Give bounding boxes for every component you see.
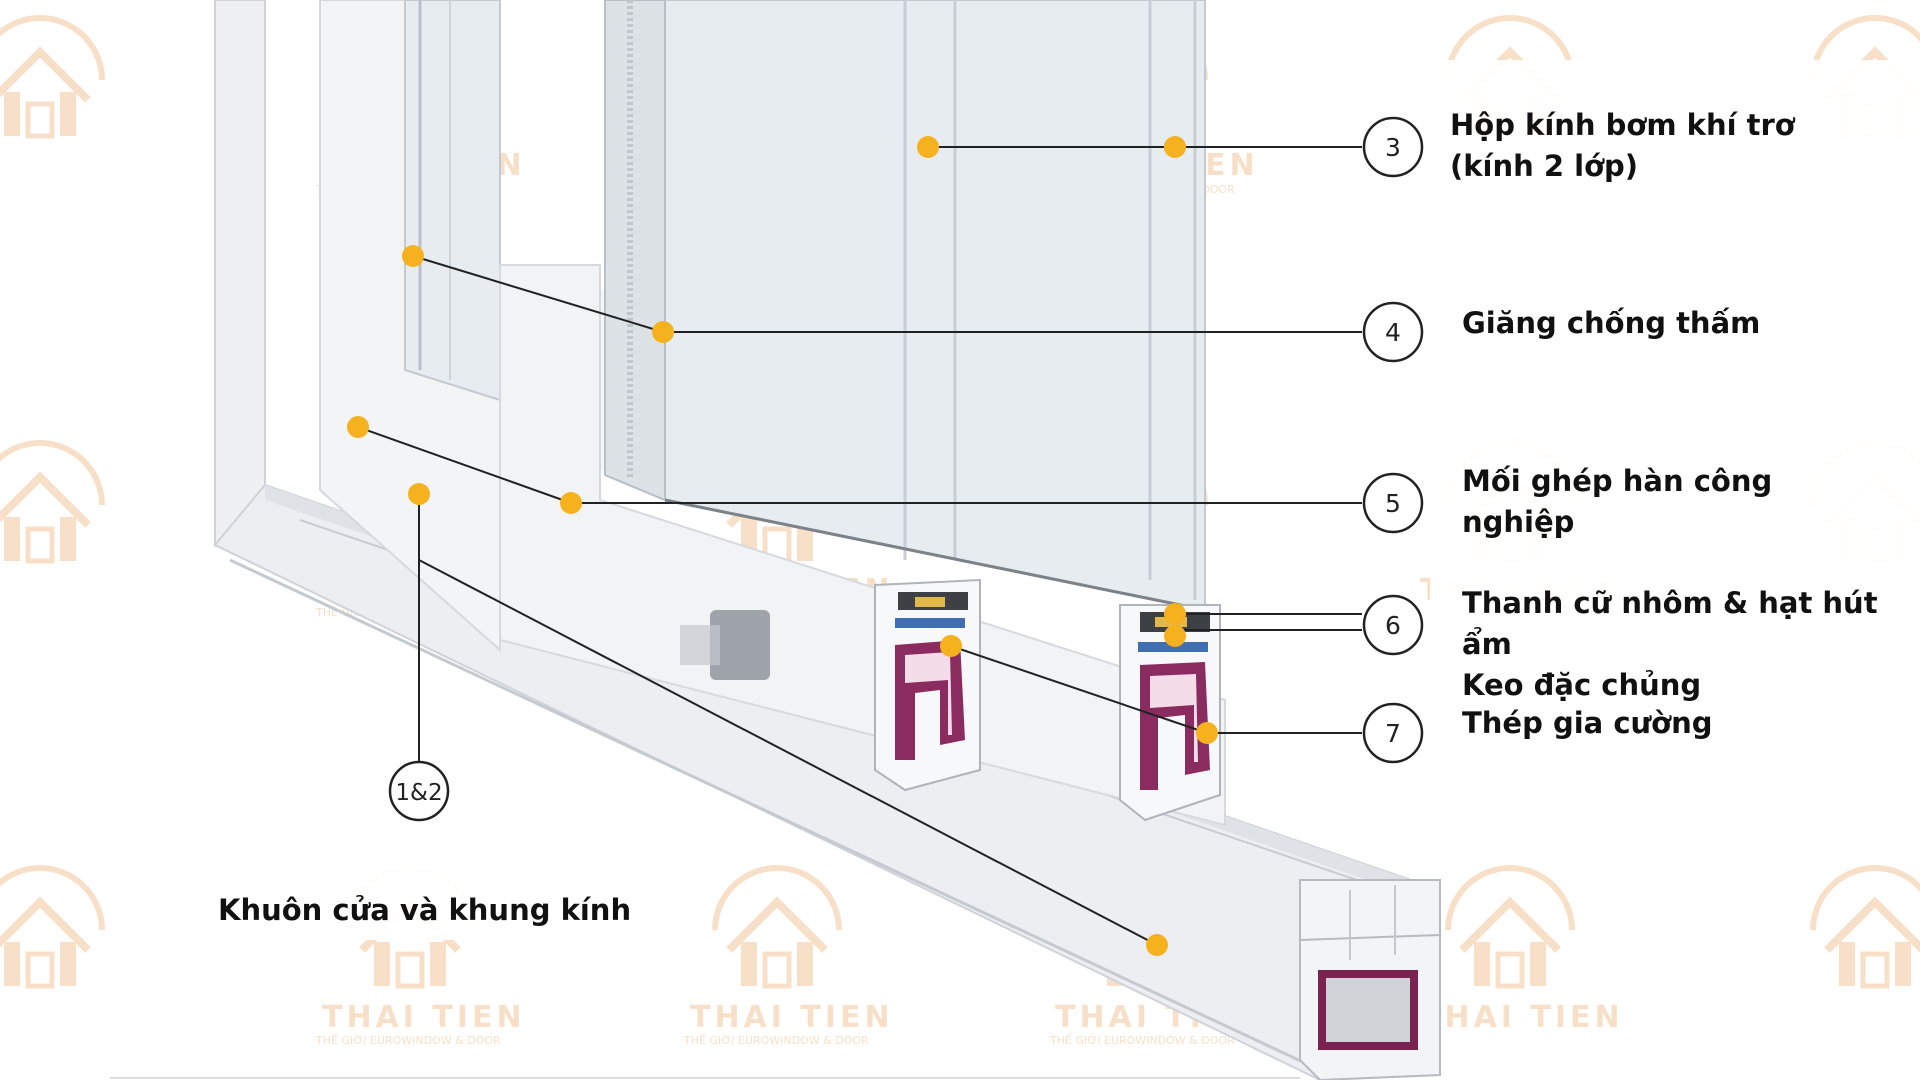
track-end-section bbox=[1299, 879, 1441, 1080]
profile-section-1 bbox=[874, 578, 981, 792]
svg-text:5: 5 bbox=[1385, 489, 1401, 518]
label-steel-line1: Thép gia cường bbox=[1462, 706, 1713, 740]
svg-text:4: 4 bbox=[1385, 318, 1401, 347]
dot-glass-inner bbox=[917, 136, 939, 158]
dot-sill bbox=[408, 483, 430, 505]
marker-1-2: 1&2 bbox=[388, 760, 450, 822]
marker-7: 7 bbox=[1362, 702, 1424, 764]
label-gasket: Giăng chống thấm bbox=[1462, 303, 1760, 344]
label-glass-unit: Hộp kính bơm khí trơ (kính 2 lớp) bbox=[1450, 105, 1795, 187]
marker-5: 5 bbox=[1362, 472, 1424, 534]
dot-frame bbox=[347, 416, 369, 438]
dot-track bbox=[1146, 934, 1168, 956]
dot-steel-section1 bbox=[940, 635, 962, 657]
watermark-tagline: THẾ GIỚI EUROWINDOW & DOOR bbox=[1049, 1033, 1235, 1047]
svg-text:7: 7 bbox=[1385, 719, 1401, 748]
watermark-tagline: THẾ GIỚI EUROWINDOW & DOOR bbox=[315, 1033, 501, 1047]
svg-text:6: 6 bbox=[1385, 611, 1401, 640]
dot-glass-outer bbox=[1164, 136, 1186, 158]
label-gasket-line1: Giăng chống thấm bbox=[1462, 306, 1761, 340]
dot-gasket bbox=[652, 321, 674, 343]
marker-3: 3 bbox=[1362, 116, 1424, 178]
dot-spacer-1 bbox=[1164, 603, 1186, 625]
label-glass-unit-line1: Hộp kính bơm khí trơ bbox=[1450, 108, 1795, 142]
label-frame-and-sash: Khuôn cửa và khung kính bbox=[218, 890, 631, 931]
window-illustration bbox=[110, 0, 1441, 1080]
dot-steel bbox=[1196, 722, 1218, 744]
svg-text:1&2: 1&2 bbox=[395, 780, 442, 806]
dot-spacer-2 bbox=[1164, 625, 1186, 647]
dot-gasket-sash bbox=[402, 245, 424, 267]
dot-joint bbox=[560, 492, 582, 514]
right-sash bbox=[499, 264, 1226, 827]
label-welded-joint-line2: nghiệp bbox=[1462, 505, 1575, 539]
label-glass-unit-line2: (kính 2 lớp) bbox=[1450, 149, 1639, 183]
label-frame-and-sash-line1: Khuôn cửa và khung kính bbox=[218, 893, 632, 927]
profile-section-2 bbox=[1119, 604, 1221, 822]
label-welded-joint-line1: Mối ghép hàn công bbox=[1462, 464, 1773, 498]
label-panel-left bbox=[250, 840, 605, 940]
outer-frame-left bbox=[214, 0, 266, 548]
label-spacer-line2: Keo đặc chủng bbox=[1462, 668, 1702, 702]
watermark-brand: THAI TIEN bbox=[690, 1000, 894, 1035]
label-spacer: Thanh cữ nhôm & hạt hút ẩm Keo đặc chủng bbox=[1462, 583, 1920, 706]
leader-lines bbox=[357, 146, 1362, 946]
handle bbox=[710, 610, 770, 680]
watermark-tagline: THẾ GIỚI EUROWINDOW & DOOR bbox=[683, 1033, 869, 1047]
label-steel: Thép gia cường bbox=[1462, 703, 1712, 744]
label-welded-joint: Mối ghép hàn công nghiệp bbox=[1462, 461, 1772, 543]
svg-text:3: 3 bbox=[1385, 133, 1401, 162]
marker-4: 4 bbox=[1362, 301, 1424, 363]
watermark-brand: THAI TIEN bbox=[1420, 1000, 1624, 1035]
label-panel-right bbox=[1430, 60, 1920, 820]
label-spacer-line1: Thanh cữ nhôm & hạt hút ẩm bbox=[1462, 586, 1878, 661]
callout-dots bbox=[347, 136, 1218, 956]
watermark-brand: THAI TIEN bbox=[322, 1000, 526, 1035]
marker-6: 6 bbox=[1362, 594, 1424, 656]
number-markers: 3 4 5 6 7 1&2 bbox=[388, 116, 1424, 822]
